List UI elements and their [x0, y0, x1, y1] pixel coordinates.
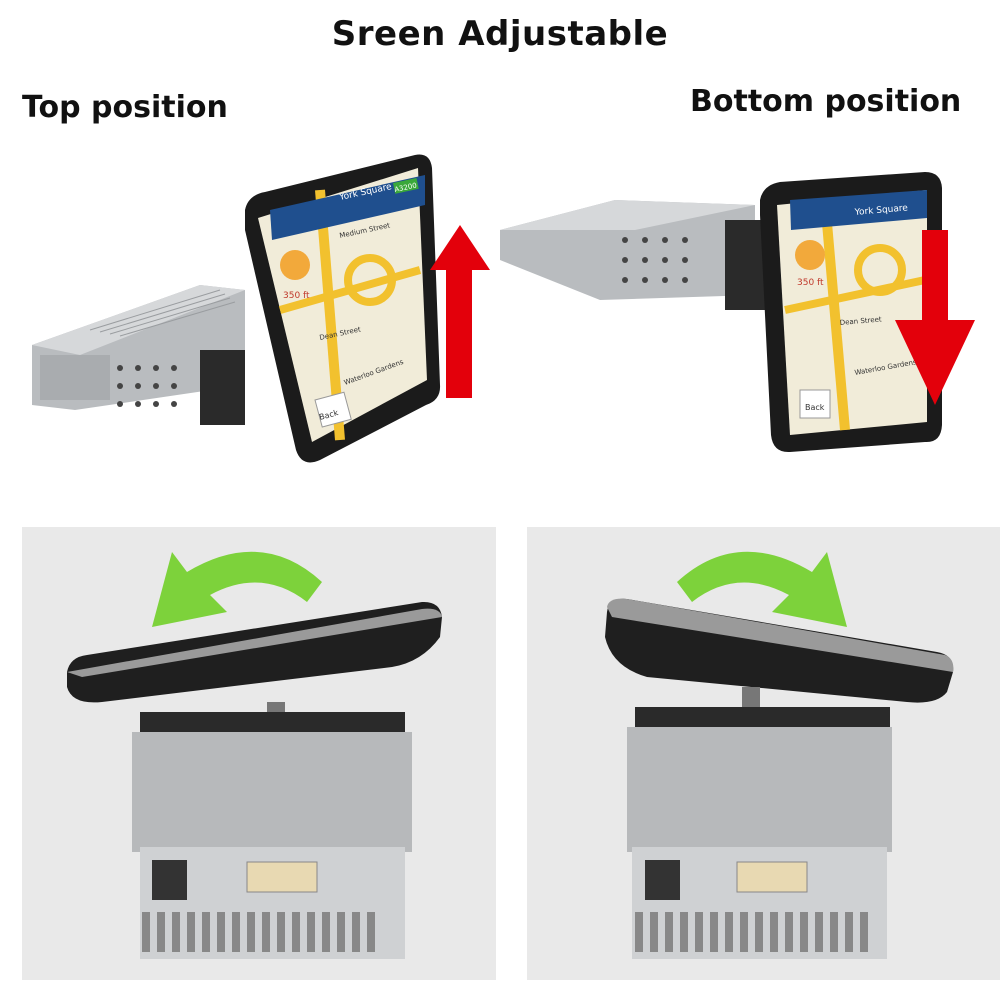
map-back-button-2: Back — [805, 403, 825, 412]
map-street-3-2: Dean Street — [839, 315, 882, 327]
map-distance: 350 ft — [283, 291, 310, 301]
up-arrow-icon — [430, 225, 490, 398]
rotate-left-panel — [22, 527, 496, 980]
map-street-top-2: York Square — [853, 203, 908, 218]
rotate-left-arrow-icon — [152, 551, 322, 627]
bottom-position-unit-image: York Square 350 ft Dean Street Waterloo … — [495, 160, 985, 460]
rotate-right-panel — [527, 527, 1000, 980]
down-arrow-icon — [895, 230, 975, 405]
map-distance-2: 350 ft — [797, 278, 824, 288]
top-position-unit-image: York Square A3200 350 ft Medium Street D… — [20, 150, 500, 480]
bottom-position-label: Bottom position — [690, 84, 962, 119]
rotate-right-arrow-icon — [677, 551, 847, 627]
page-title: Sreen Adjustable — [331, 14, 669, 54]
top-position-label: Top position — [22, 90, 228, 125]
